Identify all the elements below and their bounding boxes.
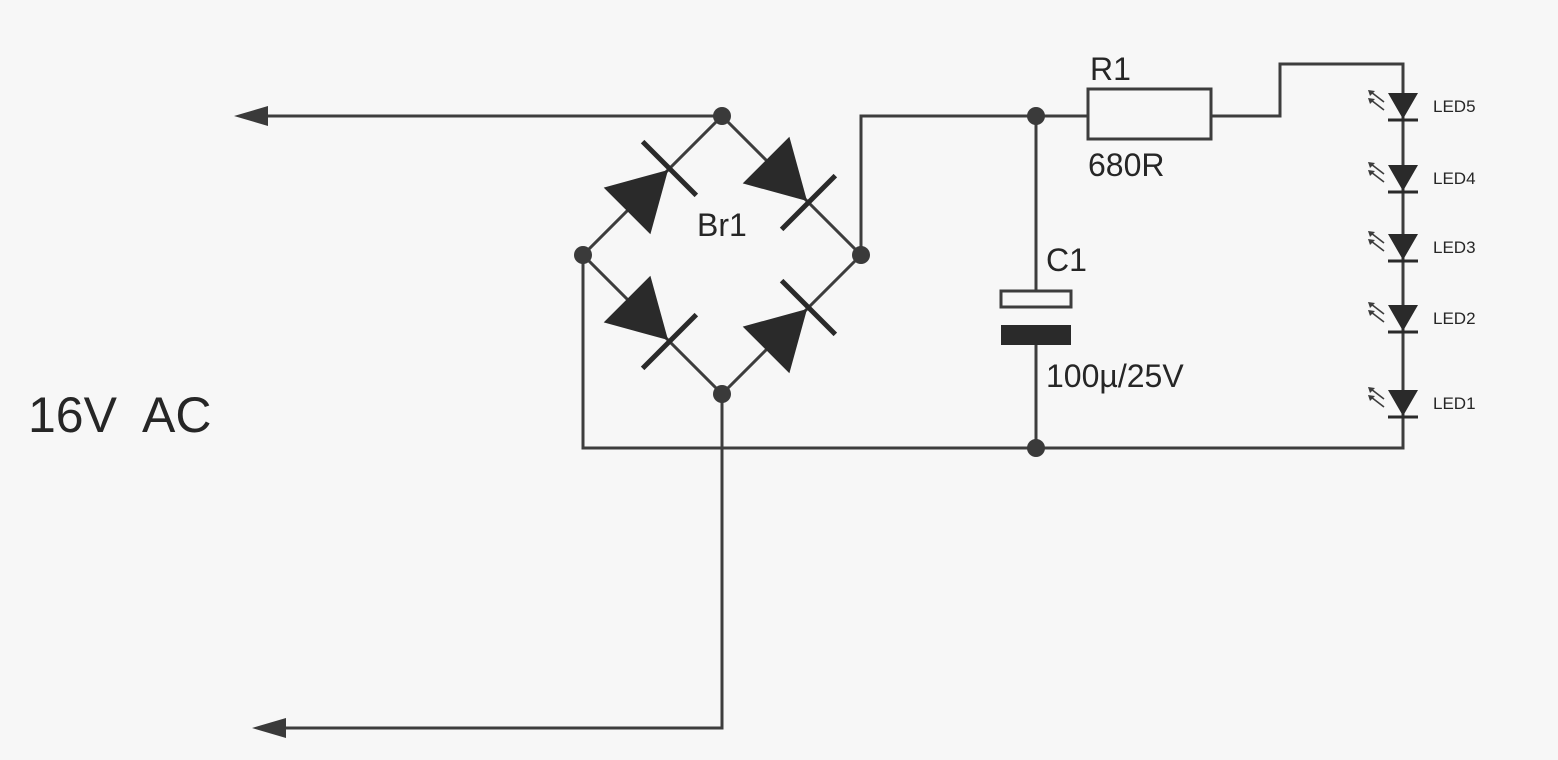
led-4: LED2 [1368,302,1476,334]
light-emission-icon [1370,240,1385,252]
supply-label: 16V AC [28,387,211,443]
led-body [1388,234,1418,260]
light-emission-icon [1370,99,1385,111]
node-bridge-left [574,246,592,264]
light-emission-icon [1370,171,1385,183]
resistor-r1 [1086,87,1213,141]
diode-upper-left-body [603,169,669,235]
light-emission-arrowhead [1368,162,1375,168]
wire-positive-rail [859,114,1090,257]
led-body [1388,93,1418,119]
led-label: LED3 [1433,238,1476,257]
diode-lower-left [603,275,699,371]
light-emission-arrowhead [1368,90,1375,96]
light-emission-icon [1370,396,1385,408]
capacitor-value-label: 100µ/25V [1046,358,1184,394]
arrow-ac-top-icon [234,106,268,126]
wire-ac-bottom [280,392,724,730]
diode-upper-right [742,136,838,232]
light-emission-icon [1370,232,1385,244]
light-emission-arrowhead [1368,98,1375,104]
light-emission-arrowhead [1368,239,1375,245]
light-emission-arrowhead [1368,302,1375,308]
light-emission-arrowhead [1368,395,1375,401]
light-emission-icon [1370,303,1385,315]
resistor-value-label: 680R [1088,147,1165,183]
led-body [1388,305,1418,331]
led-3: LED3 [1368,231,1476,263]
node-bridge-right [852,246,870,264]
led-1: LED5 [1368,90,1476,122]
diode-upper-left [603,139,699,235]
led-2: LED4 [1368,162,1476,194]
light-emission-arrowhead [1368,387,1375,393]
wires [260,62,1405,730]
bridge-label: Br1 [697,207,747,243]
light-emission-icon [1370,311,1385,323]
light-emission-arrowhead [1368,170,1375,176]
resistor-name-label: R1 [1090,51,1131,87]
led-label: LED1 [1433,394,1476,413]
node-cap-bottom [1027,439,1045,457]
capacitor-plate-positive [999,289,1073,309]
light-emission-icon [1370,91,1385,103]
arrow-ac-bottom-icon [252,718,286,738]
light-emission-icon [1370,163,1385,175]
junction-nodes [574,107,1045,457]
capacitor-name-label: C1 [1046,242,1087,278]
capacitor-c1 [999,289,1073,345]
diode-lower-right-body [742,308,808,374]
led-body [1388,165,1418,191]
diode-upper-right-bar [779,173,838,232]
diode-lower-left-body [603,275,669,341]
bridge-rectifier [603,136,838,374]
led-label: LED4 [1433,169,1476,188]
diode-lower-right-bar [779,278,838,337]
led-label: LED5 [1433,97,1476,116]
node-bridge-top [713,107,731,125]
node-bridge-bottom [713,385,731,403]
led-body [1388,390,1418,416]
led-label: LED2 [1433,309,1476,328]
diode-lower-left-bar [640,312,699,371]
diode-upper-left-bar [640,139,699,198]
diode-lower-right [742,278,838,374]
light-emission-arrowhead [1368,231,1375,237]
wire-negative-rail [581,253,1405,450]
diode-upper-right-body [742,136,808,202]
led-5: LED1 [1368,387,1476,419]
capacitor-plate-negative [1001,325,1071,345]
wire-resistor-led [1209,62,1405,118]
light-emission-arrowhead [1368,310,1375,316]
node-cap-top [1027,107,1045,125]
light-emission-icon [1370,388,1385,400]
